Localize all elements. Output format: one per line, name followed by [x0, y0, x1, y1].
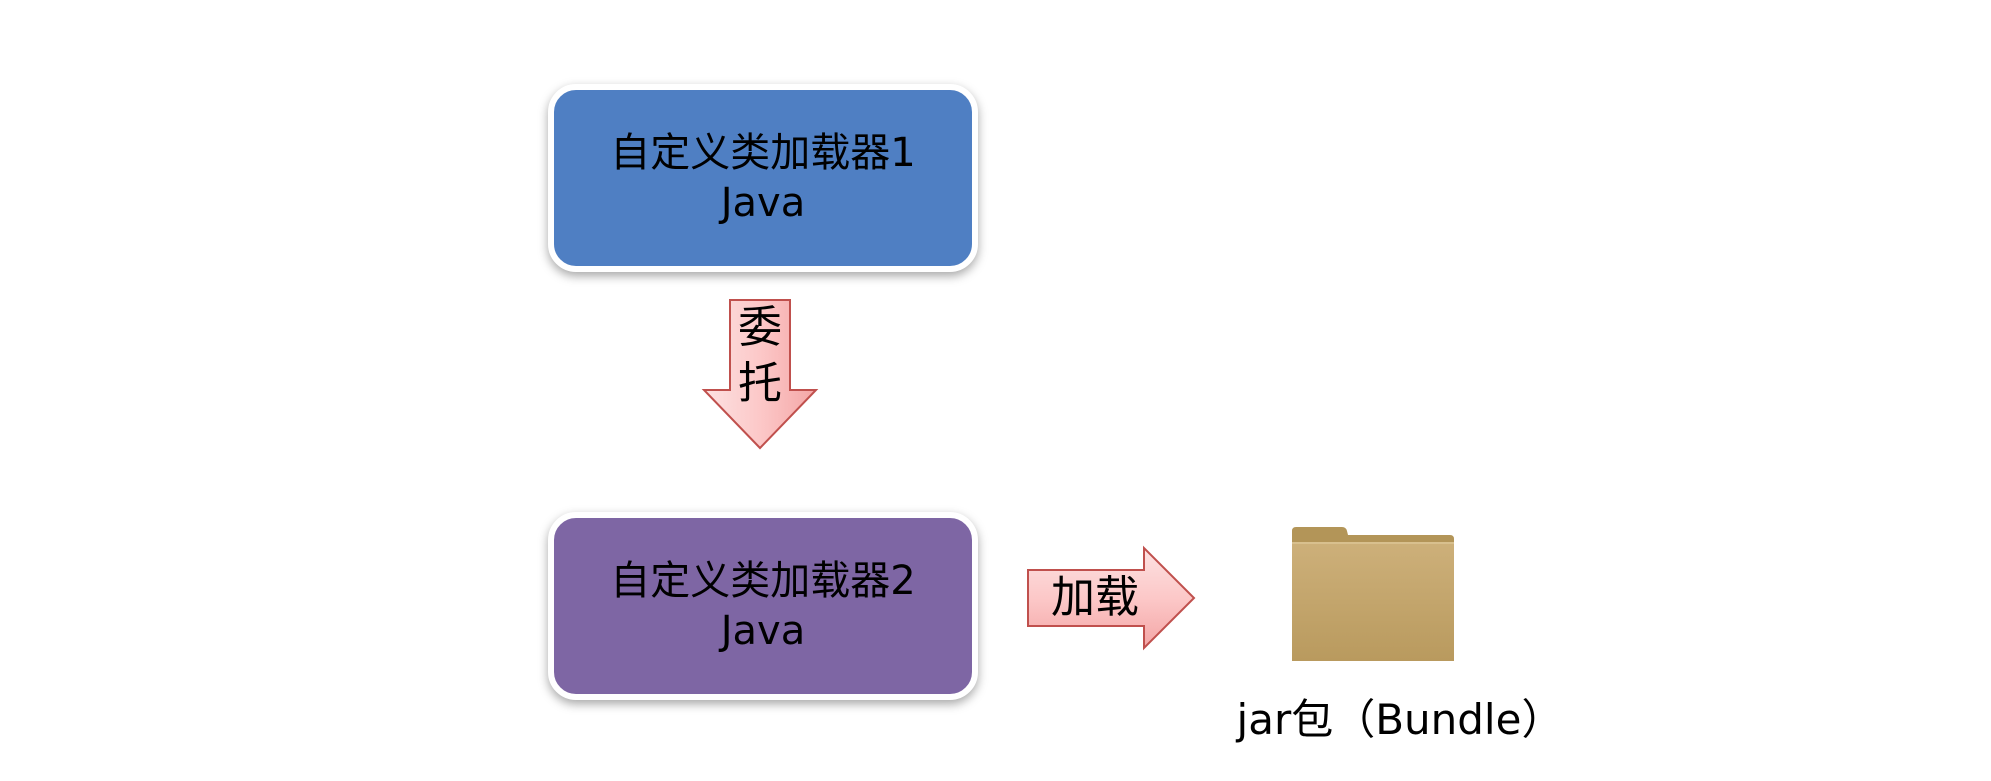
- load-arrow-label: 加载: [1051, 572, 1139, 623]
- custom-classloader-1-node: 自定义类加载器1 Java: [548, 84, 978, 272]
- delegate-arrow: [701, 299, 819, 450]
- delegate-label-char-1: 委: [738, 302, 782, 353]
- load-arrow: [1027, 545, 1196, 651]
- delegate-arrow-label: 委 托: [720, 300, 800, 412]
- custom-classloader-1-subtitle: Java: [720, 180, 806, 226]
- delegate-label-char-2: 托: [738, 358, 782, 409]
- custom-classloader-1-title: 自定义类加载器1: [610, 130, 916, 176]
- jar-bundle-caption: jar包（Bundle）: [1236, 695, 1564, 744]
- custom-classloader-2-subtitle: Java: [720, 608, 806, 654]
- custom-classloader-2-title: 自定义类加载器2: [610, 558, 916, 604]
- folder-icon: [1292, 527, 1454, 661]
- custom-classloader-2-node: 自定义类加载器2 Java: [548, 512, 978, 700]
